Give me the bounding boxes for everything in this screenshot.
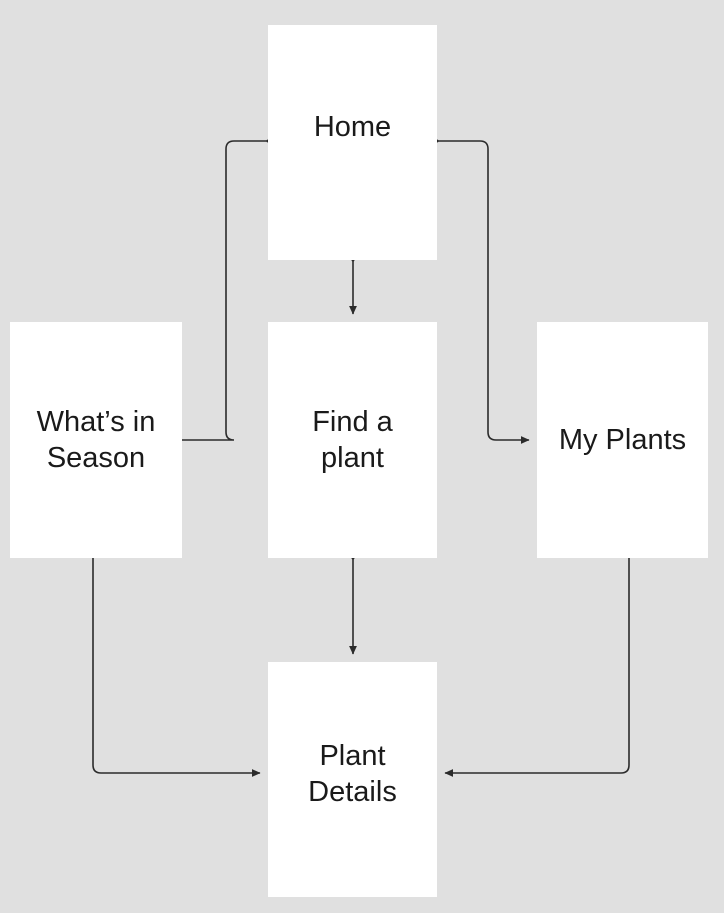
flow-node-plant-details[interactable]: Plant Details [268, 662, 437, 897]
flow-node-my-plants-label: My Plants [558, 424, 687, 456]
flow-node-plant-details-label: Plant Details [308, 739, 397, 808]
flow-node-home[interactable]: Home [268, 25, 437, 260]
edge-myplants-to-details [444, 558, 630, 777]
edge-home-to-season [173, 139, 270, 444]
flow-node-my-plants[interactable]: My Plants [537, 322, 708, 558]
flow-node-find-a-plant-label: Find a plant [312, 406, 393, 474]
flow-node-home-label: Home [313, 110, 392, 143]
edge-home-to-myplants [435, 139, 530, 444]
flow-node-whats-in-season-label: What’s in Season [36, 406, 156, 474]
flow-node-find-a-plant[interactable]: Find a plant [268, 322, 437, 558]
edge-season-to-details [92, 558, 261, 777]
flow-node-whats-in-season[interactable]: What’s in Season [10, 322, 182, 558]
